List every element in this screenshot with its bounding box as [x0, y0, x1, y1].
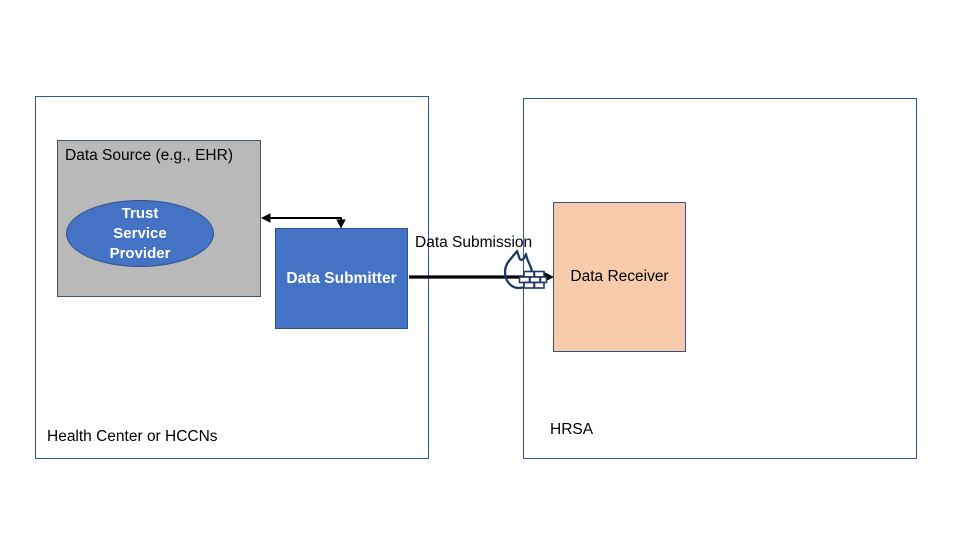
data-source-label: Data Source (e.g., EHR) [65, 147, 233, 164]
data-source-box: Data Source (e.g., EHR) Trust Service Pr… [57, 140, 261, 297]
data-submitter-label: Data Submitter [286, 269, 397, 287]
data-receiver-box: Data Receiver [553, 202, 686, 352]
tsp-line-3: Provider [109, 244, 171, 262]
data-receiver-label: Data Receiver [570, 268, 669, 285]
health-center-label: Health Center or HCCNs [47, 428, 218, 445]
trust-service-provider-ellipse: Trust Service Provider [66, 200, 214, 267]
trust-service-provider-label: Trust Service Provider [110, 204, 171, 264]
tsp-line-1: Trust [121, 204, 159, 222]
data-submitter-box: Data Submitter [275, 228, 408, 329]
tsp-line-2: Service [113, 224, 167, 242]
data-submission-label: Data Submission [415, 234, 533, 251]
hrsa-label: HRSA [550, 421, 594, 438]
